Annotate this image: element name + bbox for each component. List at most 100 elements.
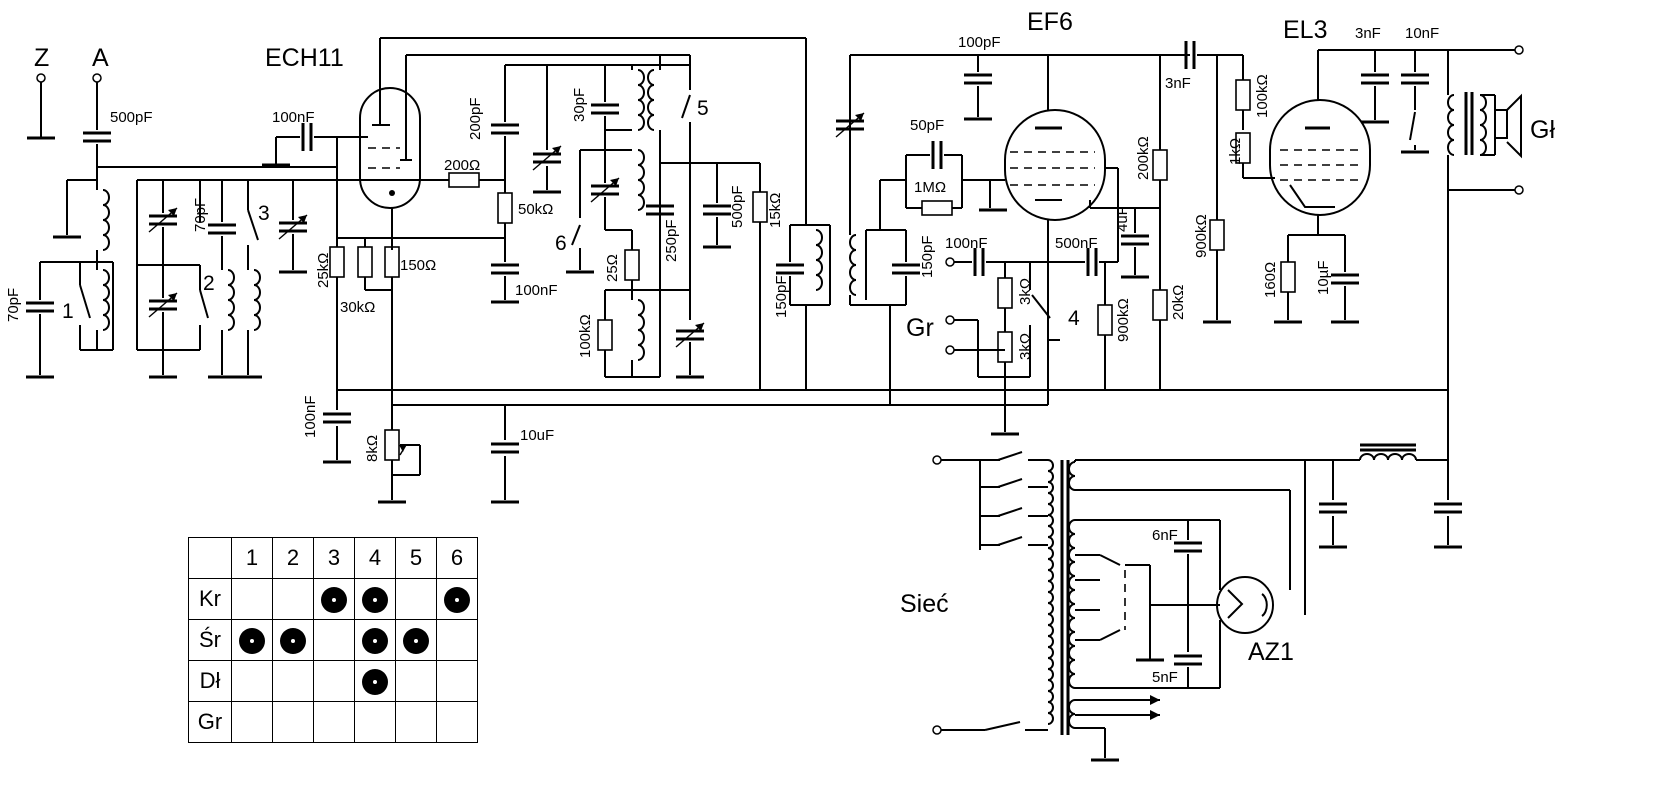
output-stage (1184, 39, 1524, 460)
table-cell (231, 701, 273, 743)
svg-text:4uF: 4uF (1114, 206, 1131, 232)
svg-text:10nF: 10nF (1405, 25, 1439, 42)
ech11-label: ECH11 (265, 44, 344, 72)
svg-text:200kΩ: 200kΩ (1135, 136, 1152, 180)
svg-text:500pF: 500pF (729, 185, 746, 228)
svg-text:150Ω: 150Ω (400, 257, 436, 274)
switch-4-label: 4 (1068, 307, 1080, 330)
az1-label: AZ1 (1248, 638, 1294, 666)
table-cell (313, 660, 355, 702)
table-cell (354, 701, 396, 743)
ech11-tube (359, 37, 806, 250)
input-band-coils (24, 167, 114, 379)
switch-closed-dot (239, 627, 265, 654)
switch-closed-dot (280, 627, 306, 654)
switch-closed-dot (362, 668, 388, 695)
ef6-tube (1004, 55, 1106, 405)
table-cell (354, 578, 396, 620)
table-cell (436, 619, 478, 661)
mains-label: Sieć (900, 590, 949, 618)
svg-text:3kΩ: 3kΩ (1017, 333, 1034, 360)
column-header: 6 (436, 537, 478, 579)
svg-text:100kΩ: 100kΩ (1254, 74, 1271, 118)
table-cell (436, 578, 478, 620)
row-label: Dł (188, 660, 232, 702)
column-header: 5 (395, 537, 437, 579)
row-label: Śr (188, 619, 232, 661)
svg-text:5nF: 5nF (1152, 669, 1178, 686)
switch-closed-dot (321, 586, 347, 613)
table-cell (354, 660, 396, 702)
svg-text:30kΩ: 30kΩ (340, 299, 375, 316)
table-row: Dł (188, 660, 478, 702)
table-header-row: 1 2 3 4 5 6 (188, 537, 478, 579)
svg-text:100nF: 100nF (272, 109, 315, 126)
switch-6-label: 6 (555, 232, 567, 255)
table-cell (272, 578, 314, 620)
table-corner (188, 537, 232, 579)
switch-closed-dot (403, 627, 429, 654)
input-tuning-section (136, 179, 337, 379)
table-cell (231, 660, 273, 702)
table-cell (395, 660, 437, 702)
tube-labels: ECH11 EF6 EL3 AZ1 (265, 8, 1327, 666)
table-cell (354, 619, 396, 661)
speaker-label: Gł (1530, 116, 1555, 144)
svg-text:100nF: 100nF (945, 235, 988, 252)
column-header: 2 (272, 537, 314, 579)
svg-text:100nF: 100nF (302, 395, 319, 438)
svg-text:150pF: 150pF (773, 275, 790, 318)
svg-text:70pF: 70pF (5, 288, 22, 322)
ef6-label: EF6 (1027, 8, 1073, 36)
svg-text:200Ω: 200Ω (444, 157, 480, 174)
antenna-input (25, 73, 337, 168)
table-cell (395, 619, 437, 661)
svg-text:900kΩ: 900kΩ (1115, 298, 1132, 342)
svg-text:900kΩ: 900kΩ (1193, 214, 1210, 258)
svg-text:30pF: 30pF (571, 88, 588, 122)
switch-numbers: 1 2 3 4 5 6 (62, 97, 1080, 330)
svg-text:10µF: 10µF (1315, 261, 1332, 296)
table-row: Śr (188, 619, 478, 661)
svg-text:8kΩ: 8kΩ (364, 435, 381, 462)
svg-text:20kΩ: 20kΩ (1170, 285, 1187, 320)
table-cell (313, 619, 355, 661)
gramophone-label: Gr (906, 314, 934, 342)
row-label: Kr (188, 578, 232, 620)
svg-text:500pF: 500pF (110, 109, 153, 126)
resistor-labels: 200Ω 50kΩ 25kΩ 30kΩ 150Ω 25Ω 100kΩ 15kΩ … (315, 74, 1279, 462)
detector-audio-network (905, 55, 1168, 436)
svg-text:3nF: 3nF (1165, 75, 1191, 92)
terminal-labels: Z A Gr Gł Sieć (34, 44, 1555, 618)
table-cell (313, 701, 355, 743)
svg-text:3kΩ: 3kΩ (1017, 278, 1034, 305)
svg-text:15kΩ: 15kΩ (767, 193, 784, 228)
switch-closed-dot (362, 627, 388, 654)
switch-closed-dot (444, 586, 470, 613)
switch-5-label: 5 (697, 97, 709, 120)
el3-label: EL3 (1283, 16, 1327, 44)
svg-text:70pF: 70pF (192, 198, 209, 232)
table-cell (231, 619, 273, 661)
column-header: 3 (313, 537, 355, 579)
table-cell (272, 701, 314, 743)
column-header: 4 (354, 537, 396, 579)
table-cell (395, 701, 437, 743)
svg-text:100pF: 100pF (958, 34, 1001, 51)
svg-text:500nF: 500nF (1055, 235, 1098, 252)
table-cell (395, 578, 437, 620)
column-header: 1 (231, 537, 273, 579)
svg-text:25kΩ: 25kΩ (315, 253, 332, 288)
table-cell (231, 578, 273, 620)
svg-text:25Ω: 25Ω (604, 254, 621, 282)
svg-text:1MΩ: 1MΩ (914, 179, 946, 196)
svg-text:50kΩ: 50kΩ (518, 201, 553, 218)
table-cell (313, 578, 355, 620)
svg-text:10uF: 10uF (520, 427, 554, 444)
svg-text:1kΩ: 1kΩ (1227, 138, 1244, 165)
earth-label: Z (34, 44, 49, 72)
if-transformer-1 (774, 38, 1190, 405)
switch-2-label: 2 (203, 272, 215, 295)
